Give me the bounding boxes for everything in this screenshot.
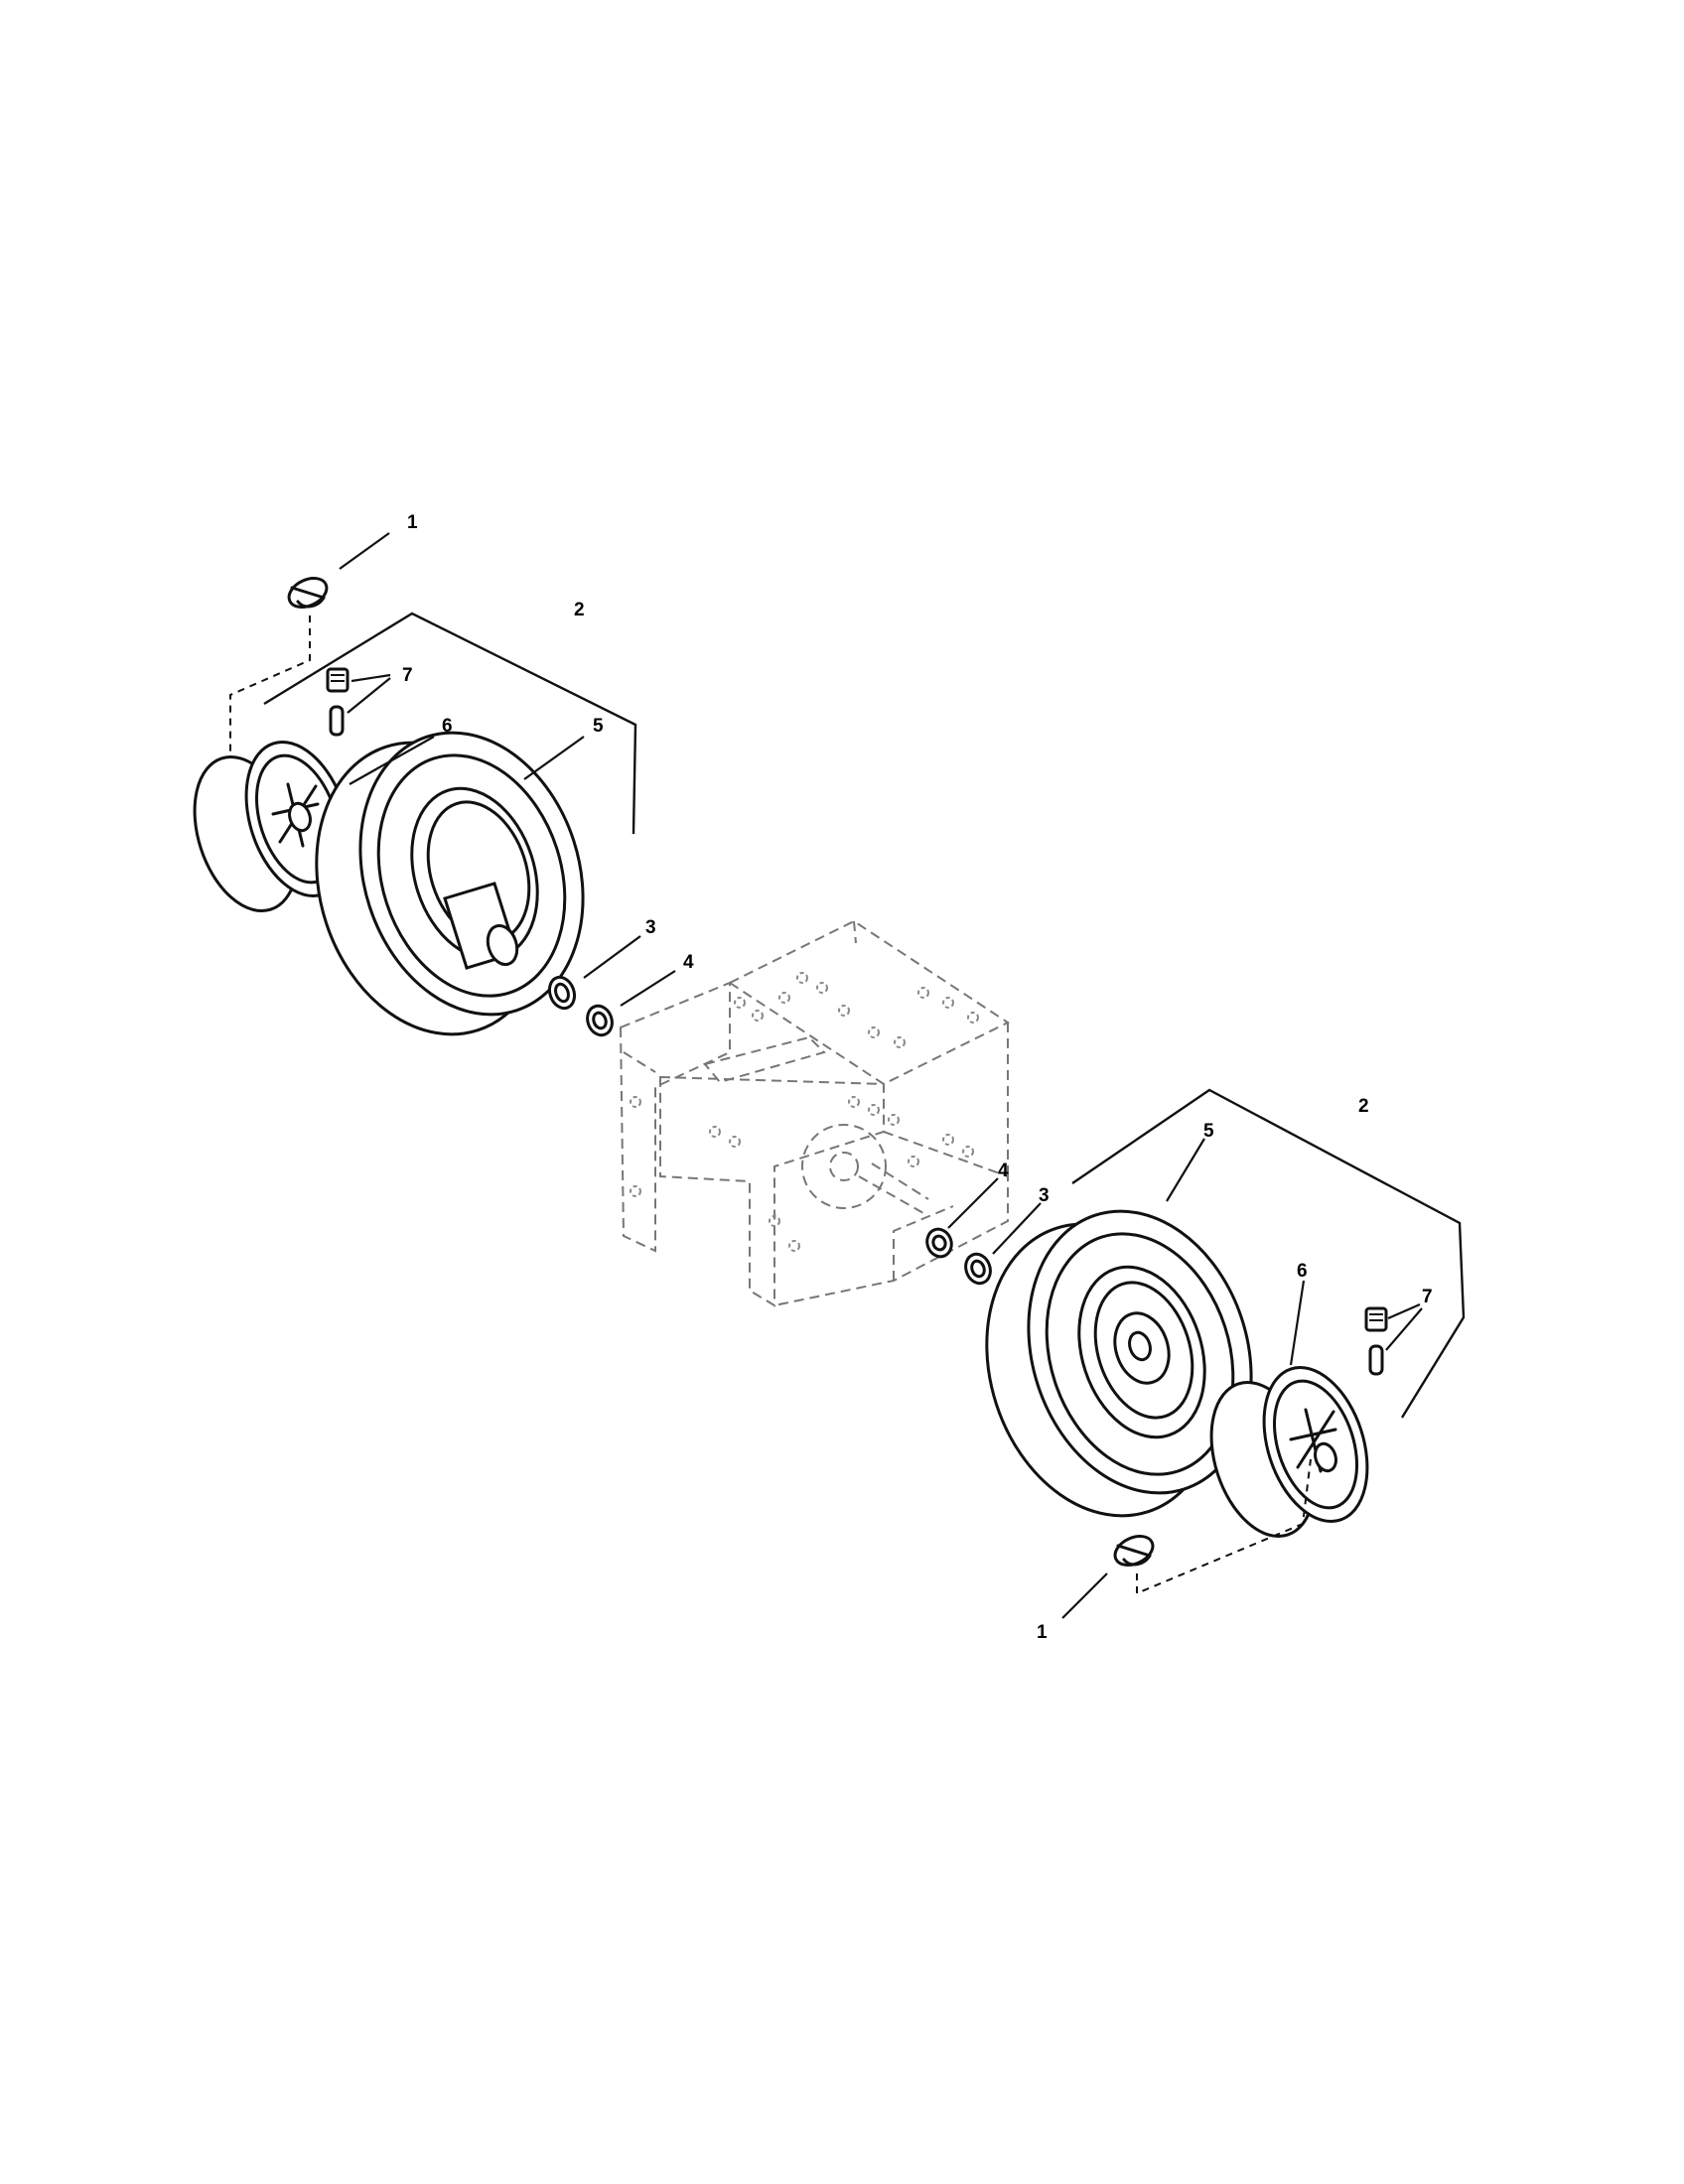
right-callout-1: 1	[1037, 1622, 1048, 1643]
left-valve-stem	[326, 667, 350, 737]
right-callout-3: 3	[1039, 1185, 1050, 1206]
right-rim-half	[1209, 1365, 1369, 1539]
right-callout-6: 6	[1297, 1261, 1308, 1282]
right-callout-5: 5	[1203, 1121, 1214, 1142]
right-wheel-assembly: 2 4 3 5 6 7 1	[925, 1088, 1466, 1643]
left-assembly-bracket	[263, 612, 637, 835]
left-leader-5	[523, 736, 585, 780]
right-leader-3	[992, 1202, 1042, 1255]
right-leader-7b	[1385, 1307, 1423, 1351]
right-assembly-bracket	[1071, 1088, 1466, 1419]
left-wheel-assembly: 1 2 7 6 5 3 4	[193, 512, 694, 1037]
left-leader-7a	[351, 673, 391, 683]
right-leader-7a	[1387, 1302, 1421, 1320]
right-callout-2: 2	[1358, 1096, 1369, 1117]
right-leader-5	[1166, 1138, 1205, 1202]
transmission-frame	[619, 919, 1011, 1307]
right-leader-4	[947, 1177, 999, 1229]
left-callout-6: 6	[442, 716, 453, 737]
left-callout-2: 2	[574, 600, 585, 620]
right-callout-4: 4	[998, 1160, 1009, 1181]
right-callout-7: 7	[1422, 1287, 1433, 1307]
right-tire	[985, 1209, 1253, 1518]
left-spacer	[547, 975, 577, 1011]
left-leader-6	[349, 736, 435, 785]
left-callout-7: 7	[402, 665, 413, 686]
left-leader-4	[620, 970, 676, 1007]
right-washer	[925, 1227, 953, 1259]
left-leader-7b	[347, 677, 391, 714]
right-valve-stem	[1364, 1306, 1388, 1376]
left-leader-1	[339, 532, 390, 570]
left-washer	[586, 1004, 614, 1037]
left-callout-1: 1	[407, 512, 418, 533]
left-tire	[315, 731, 585, 1036]
right-spacer	[964, 1252, 992, 1286]
left-lock-pin	[287, 576, 329, 610]
right-leader-6	[1289, 1280, 1306, 1366]
left-leader-3	[583, 935, 641, 979]
left-callout-5: 5	[593, 716, 604, 737]
right-lock-pin	[1113, 1534, 1155, 1568]
left-callout-3: 3	[645, 917, 656, 938]
right-leader-1	[1061, 1572, 1108, 1619]
left-callout-4: 4	[683, 952, 694, 973]
